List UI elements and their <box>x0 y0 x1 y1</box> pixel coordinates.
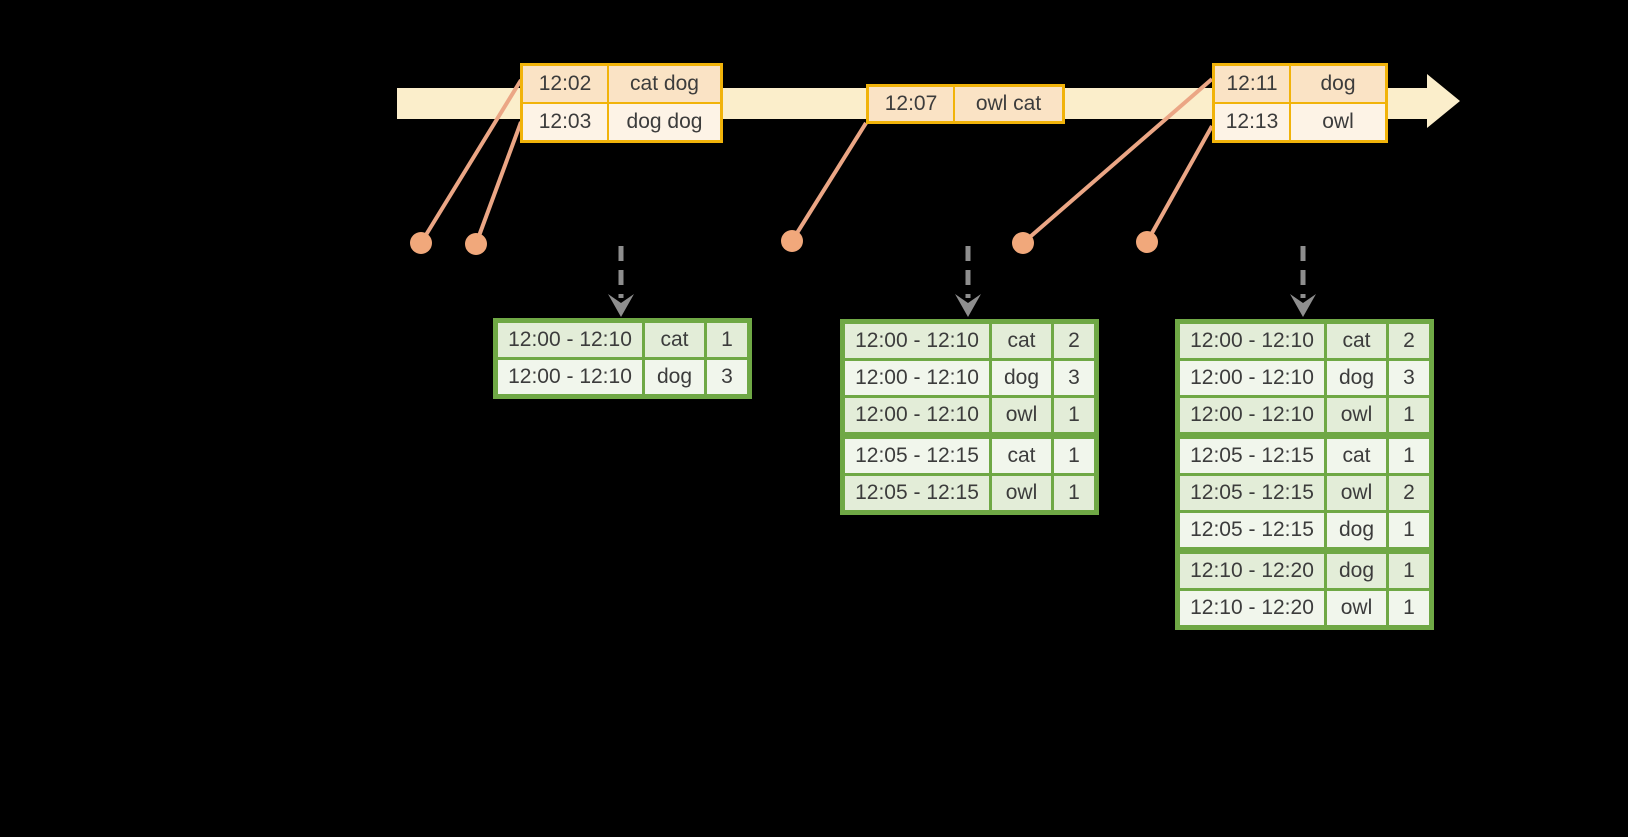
count-cell: 2 <box>1389 476 1429 510</box>
trigger-arrow-head-icon <box>955 294 981 317</box>
count-cell: 2 <box>1054 324 1094 358</box>
event-words-cell: cat dog <box>609 66 720 102</box>
count-cell: 3 <box>707 360 747 394</box>
event-words-cell: dog <box>1291 66 1385 102</box>
event-words-cell: owl cat <box>955 87 1062 121</box>
word-cell: dog <box>645 360 704 394</box>
word-cell: dog <box>1327 554 1386 588</box>
word-cell: dog <box>1327 513 1386 547</box>
event-connector-line <box>419 78 523 245</box>
event-table-2: 12:07 owl cat <box>866 84 1065 124</box>
count-cell: 1 <box>707 323 747 357</box>
window-cell: 12:00 - 12:10 <box>845 324 989 358</box>
window-cell: 12:00 - 12:10 <box>845 398 989 432</box>
count-cell: 1 <box>1054 476 1094 510</box>
result-row: 12:00 - 12:10 cat 2 <box>845 324 1094 358</box>
window-cell: 12:05 - 12:15 <box>845 476 989 510</box>
word-cell: cat <box>992 439 1051 473</box>
count-cell: 3 <box>1054 361 1094 395</box>
window-cell: 12:05 - 12:15 <box>1180 476 1324 510</box>
word-cell: owl <box>992 476 1051 510</box>
result-row: 12:05 - 12:15 owl 2 <box>1180 476 1429 510</box>
count-cell: 1 <box>1054 439 1094 473</box>
result-row: 12:05 - 12:15 cat 1 <box>1180 439 1429 473</box>
count-cell: 1 <box>1389 554 1429 588</box>
word-cell: owl <box>1327 591 1386 625</box>
event-connector-line <box>1021 77 1214 245</box>
count-cell: 3 <box>1389 361 1429 395</box>
word-cell: owl <box>1327 476 1386 510</box>
result-row: 12:00 - 12:10 dog 3 <box>1180 361 1429 395</box>
result-row: 12:00 - 12:10 cat 1 <box>498 323 747 357</box>
event-marker-dot <box>465 233 487 255</box>
result-row: 12:10 - 12:20 dog 1 <box>1180 554 1429 588</box>
count-cell: 2 <box>1389 324 1429 358</box>
window-cell: 12:00 - 12:10 <box>1180 398 1324 432</box>
word-cell: cat <box>992 324 1051 358</box>
event-time-cell: 12:11 <box>1215 66 1289 102</box>
window-cell: 12:05 - 12:15 <box>1180 513 1324 547</box>
event-marker-dot <box>1136 231 1158 253</box>
window-cell: 12:00 - 12:10 <box>1180 361 1324 395</box>
result-table-2: 12:00 - 12:10 cat 2 12:00 - 12:10 dog 3 … <box>840 319 1099 515</box>
word-cell: dog <box>992 361 1051 395</box>
word-cell: dog <box>1327 361 1386 395</box>
window-cell: 12:00 - 12:10 <box>845 361 989 395</box>
event-marker-dot <box>410 232 432 254</box>
result-row: 12:05 - 12:15 dog 1 <box>1180 513 1429 547</box>
count-cell: 1 <box>1389 439 1429 473</box>
event-words-cell: owl <box>1291 104 1385 140</box>
result-row: 12:00 - 12:10 dog 3 <box>845 361 1094 395</box>
result-row: 12:05 - 12:15 cat 1 <box>845 439 1094 473</box>
event-time-cell: 12:13 <box>1215 104 1289 140</box>
result-row: 12:05 - 12:15 owl 1 <box>845 476 1094 510</box>
event-marker-dot <box>1012 232 1034 254</box>
event-words-cell: dog dog <box>609 104 720 140</box>
word-cell: cat <box>1327 439 1386 473</box>
timeline-arrow-head-icon <box>1427 74 1460 128</box>
event-time-cell: 12:02 <box>523 66 607 102</box>
event-time-cell: 12:03 <box>523 104 607 140</box>
window-cell: 12:00 - 12:10 <box>1180 324 1324 358</box>
window-cell: 12:00 - 12:10 <box>498 323 642 357</box>
word-cell: owl <box>1327 398 1386 432</box>
result-row: 12:00 - 12:10 owl 1 <box>1180 398 1429 432</box>
count-cell: 1 <box>1054 398 1094 432</box>
result-row: 12:10 - 12:20 owl 1 <box>1180 591 1429 625</box>
event-connector-line <box>790 121 868 243</box>
window-cell: 12:05 - 12:15 <box>845 439 989 473</box>
window-cell: 12:10 - 12:20 <box>1180 554 1324 588</box>
trigger-arrow-head-icon <box>608 294 634 317</box>
word-cell: cat <box>1327 324 1386 358</box>
count-cell: 1 <box>1389 591 1429 625</box>
result-row: 12:00 - 12:10 cat 2 <box>1180 324 1429 358</box>
event-table-1: 12:02 cat dog 12:03 dog dog <box>520 63 723 143</box>
result-row: 12:00 - 12:10 owl 1 <box>845 398 1094 432</box>
count-cell: 1 <box>1389 513 1429 547</box>
trigger-arrow-head-icon <box>1290 294 1316 317</box>
result-row: 12:00 - 12:10 dog 3 <box>498 360 747 394</box>
event-marker-dot <box>781 230 803 252</box>
result-table-1: 12:00 - 12:10 cat 1 12:00 - 12:10 dog 3 <box>493 318 752 399</box>
window-cell: 12:10 - 12:20 <box>1180 591 1324 625</box>
count-cell: 1 <box>1389 398 1429 432</box>
event-connector-line <box>1145 125 1214 243</box>
window-cell: 12:05 - 12:15 <box>1180 439 1324 473</box>
result-table-3: 12:00 - 12:10 cat 2 12:00 - 12:10 dog 3 … <box>1175 319 1434 630</box>
word-cell: owl <box>992 398 1051 432</box>
window-cell: 12:00 - 12:10 <box>498 360 642 394</box>
event-table-3: 12:11 dog 12:13 owl <box>1212 63 1388 143</box>
event-time-cell: 12:07 <box>869 87 953 121</box>
word-cell: cat <box>645 323 704 357</box>
event-connector-line <box>474 121 523 245</box>
